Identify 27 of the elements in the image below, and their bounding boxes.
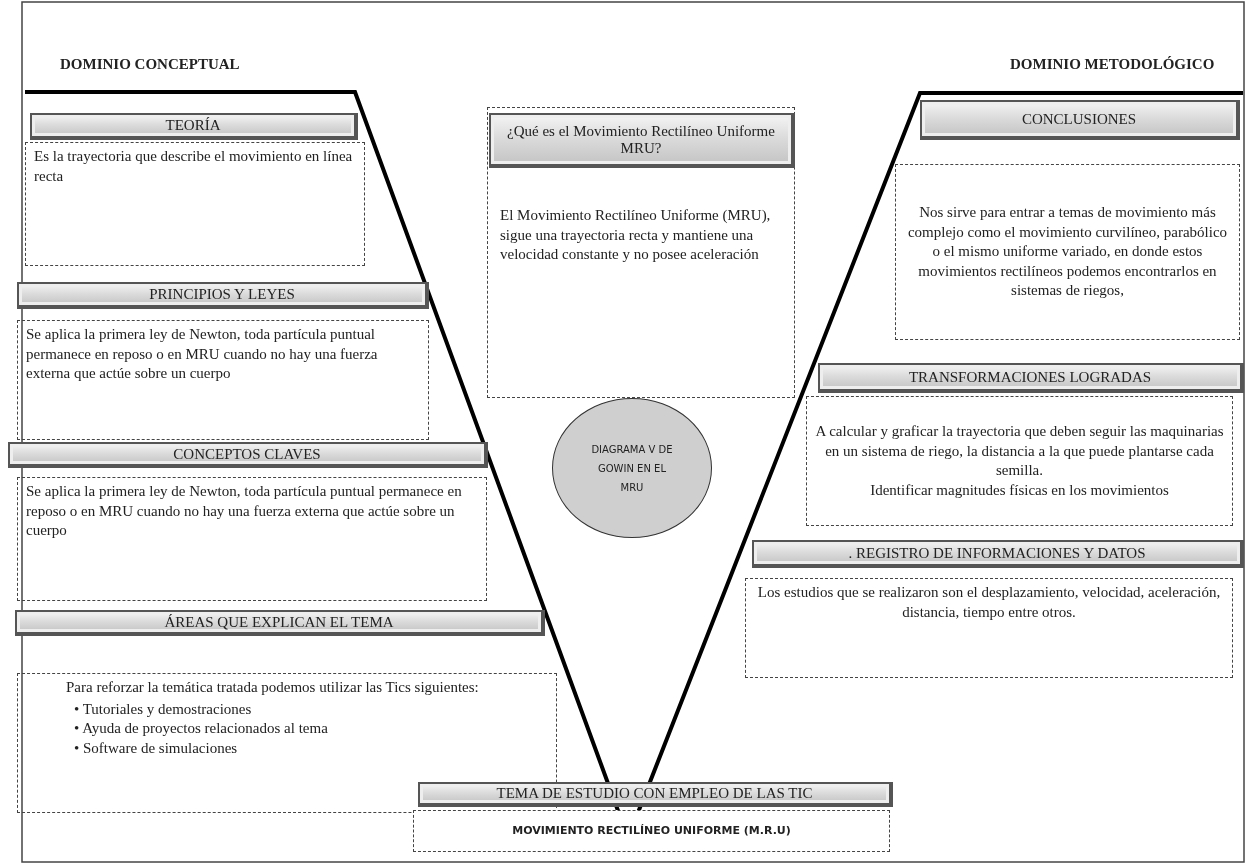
domain-heading: DOMINIO METODOLÓGICO [1010,56,1215,73]
section-header-bar: CONCLUSIONES [920,100,1240,140]
section-header-bar: TEORÍA [30,113,358,140]
text-box: Es la trayectoria que describe el movimiento en línea recta [25,142,365,266]
bullet-item: • Ayuda de proyectos relacionados al tema [74,719,329,738]
text-box: Se aplica la primera ley de Newton, toda partícula puntual permanece en reposo o en MRU cuando no hay una fuerza externa que actúe sobre un cuerpo [17,477,487,601]
section-header-bar: ÁREAS QUE EXPLICAN EL TEMA [15,610,545,636]
section-header-bar: TRANSFORMACIONES LOGRADAS [818,363,1244,393]
body-text: A calcular y graficar la trayectoria que deben seguir las maquinarias en un sistema de riego, la distancia a la que puede plantarse cada semilla. [815,422,1224,480]
text-box: Se aplica la primera ley de Newton, toda partícula puntual permanece en reposo o en MRU cuando no hay una fuerza externa que actúe sobre un cuerpo [17,320,429,440]
section-header-bar: . REGISTRO DE INFORMACIONES Y DATOS [752,540,1244,568]
domain-heading: DOMINIO CONCEPTUAL [60,56,240,73]
body-text: Para reforzar la temática tratada podemos utilizar las Tics siguientes: [65,678,480,697]
body-text: Identificar magnitudes físicas en los movimientos [869,480,1170,500]
text-box: Los estudios que se realizaron son el desplazamiento, velocidad, aceleración, distancia, tiempo entre otros. [745,578,1233,678]
body-text: El Movimiento Rectilíneo Uniforme (MRU), sigue una trayectoria recta y mantiene una velocidad constante y no posee aceleración [500,206,772,264]
bullet-item: • Tutoriales y demostraciones [74,699,253,719]
text-box [806,396,1233,526]
section-header-bar: ¿Qué es el Movimiento Rectilíneo Uniforme MRU? [489,113,795,168]
bullet-item: • Software de simulaciones [74,738,239,758]
section-header-bar: PRINCIPIOS Y LEYES [17,282,429,309]
section-header-bar: TEMA DE ESTUDIO CON EMPLEO DE LAS TIC [418,782,893,807]
section-header-bar: CONCEPTOS CLAVES [8,442,488,468]
topic-box: MOVIMIENTO RECTILÍNEO UNIFORME (M.R.U) [413,810,890,852]
text-box: Nos sirve para entrar a temas de movimiento más complejo como el movimiento curvilíneo, parabólico o el mismo uniforme variado, en donde estos movimientos rectilíneos podemos encontrarlos en sistemas de riegos, [895,164,1240,340]
question-box [487,107,795,398]
title-ellipse: DIAGRAMA V DE GOWIN EN EL MRU [552,398,712,538]
